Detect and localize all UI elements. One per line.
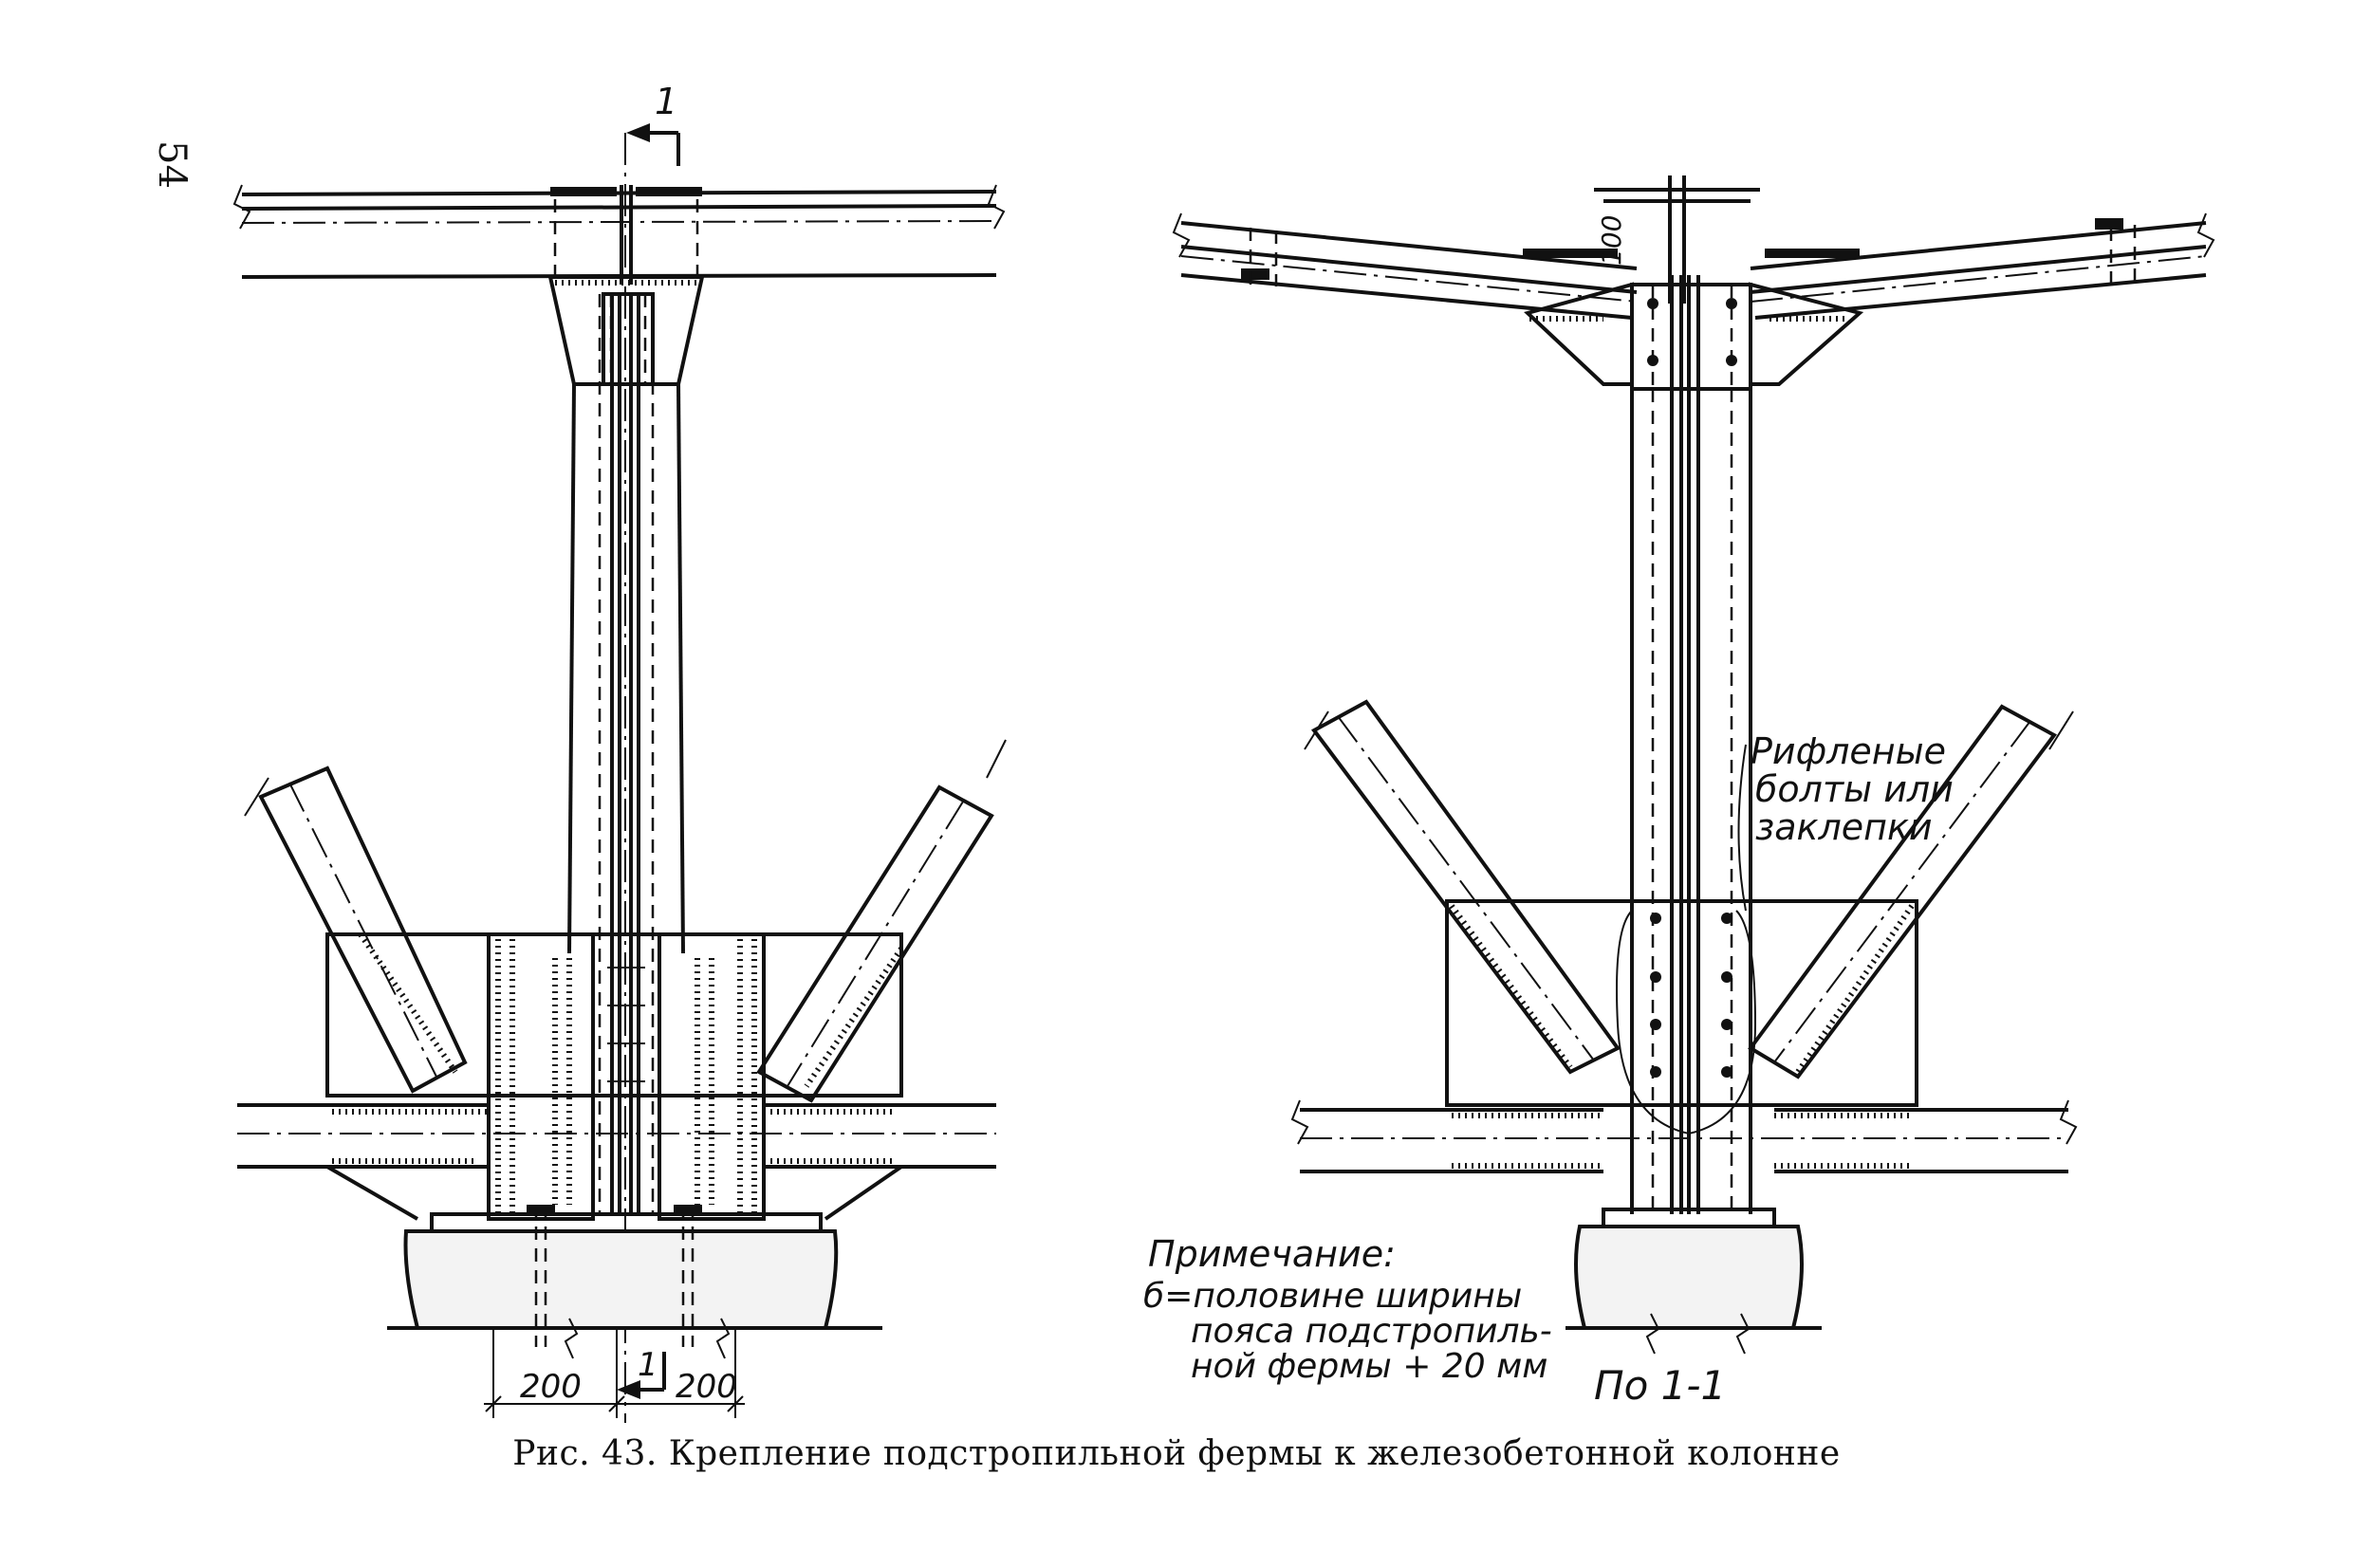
right-column-shaft: [1630, 275, 1752, 1214]
section-mark-bottom-label: 1: [638, 1346, 658, 1384]
left-base: [387, 1205, 882, 1359]
view-label: По 1-1: [1594, 1362, 1726, 1409]
right-left-diagonal: [1304, 699, 1621, 1075]
section-mark-label: 1: [655, 81, 677, 122]
right-lower-chords: [1290, 1099, 2078, 1173]
right-lower-node: [1445, 899, 1918, 1135]
section-marker-top: 1: [626, 81, 680, 166]
dimension-left-200: 200: [520, 1368, 582, 1406]
page-number: 54: [150, 140, 194, 189]
figure-caption: Рис. 43. Крепление подстропильной фермы …: [512, 1434, 1841, 1473]
left-dimension-lines: 200 200 1: [484, 1328, 745, 1418]
dimension-right-200: 200: [676, 1368, 737, 1406]
note-line-1: б=половине ширины: [1143, 1277, 1522, 1316]
right-section-view: 100: [1172, 175, 2215, 1409]
bolts-callout: Рифленые болты или заклепки: [1737, 730, 1954, 912]
left-diagonal-member: [244, 766, 468, 1094]
note-line-3: ной фермы + 20 мм: [1191, 1347, 1547, 1386]
bolt-group-lower: [1650, 913, 1732, 1078]
left-lower-chord: [237, 1103, 996, 1169]
left-elevation-view: 1: [232, 81, 1007, 1423]
left-top-chord: [232, 184, 1006, 285]
note-line-2: пояса подстропиль-: [1191, 1312, 1552, 1351]
left-column-shaft: [567, 133, 685, 1423]
right-top-chords: [1172, 212, 2215, 320]
callout-line-2: болты или: [1755, 768, 1954, 810]
right-diagonal-member: [756, 739, 1007, 1103]
dimension-100: 100: [1596, 215, 1627, 266]
right-top-node: [1524, 282, 1864, 391]
callout-line-1: Рифленые: [1751, 730, 1946, 772]
right-right-diagonal: [1748, 704, 2074, 1079]
note-block: Примечание: б=половине ширины пояса подс…: [1143, 1233, 1552, 1386]
callout-line-3: заклепки: [1755, 806, 1933, 848]
note-title: Примечание:: [1148, 1233, 1396, 1275]
right-base: [1566, 1208, 1822, 1355]
bolt-group-top: [1647, 298, 1737, 366]
